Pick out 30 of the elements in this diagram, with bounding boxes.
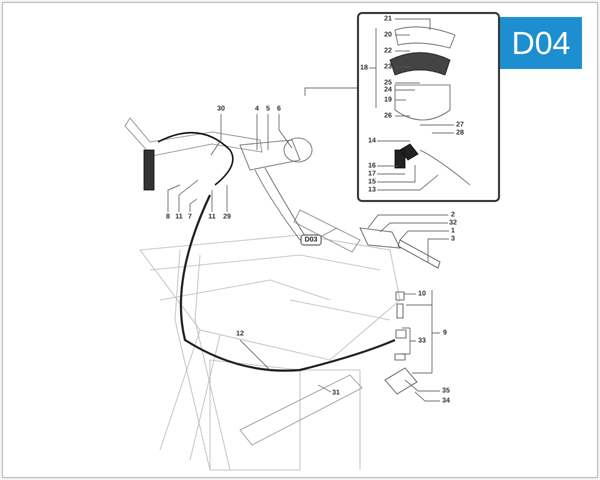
leader-line <box>404 380 440 392</box>
leader-line <box>376 164 416 182</box>
leader-line <box>394 34 410 36</box>
leader-line <box>394 18 430 30</box>
detail-inset-frame <box>357 12 500 202</box>
leader-line <box>278 114 292 148</box>
leader-line <box>420 124 454 126</box>
leader-line <box>400 230 450 240</box>
leader-line <box>428 238 450 262</box>
leader-line <box>380 222 448 232</box>
leader-line <box>414 392 440 402</box>
leader-line <box>168 184 180 212</box>
leader-line <box>178 180 198 212</box>
leader-line <box>376 174 438 190</box>
leader-line <box>394 82 420 84</box>
leader-line <box>368 214 448 228</box>
leader-line <box>376 140 410 142</box>
leader-line <box>406 290 440 374</box>
leader-line <box>190 198 198 212</box>
diagram-code-badge: D04 <box>500 17 582 69</box>
leader-line <box>304 88 358 96</box>
leader-line <box>256 114 258 150</box>
leader-line <box>210 114 222 156</box>
leader-line <box>432 132 454 134</box>
leader-line <box>402 328 416 354</box>
leader-line <box>322 228 338 236</box>
leader-line <box>394 50 410 52</box>
leader-line <box>226 184 228 212</box>
leader-line <box>318 384 332 392</box>
leader-line <box>240 340 270 370</box>
